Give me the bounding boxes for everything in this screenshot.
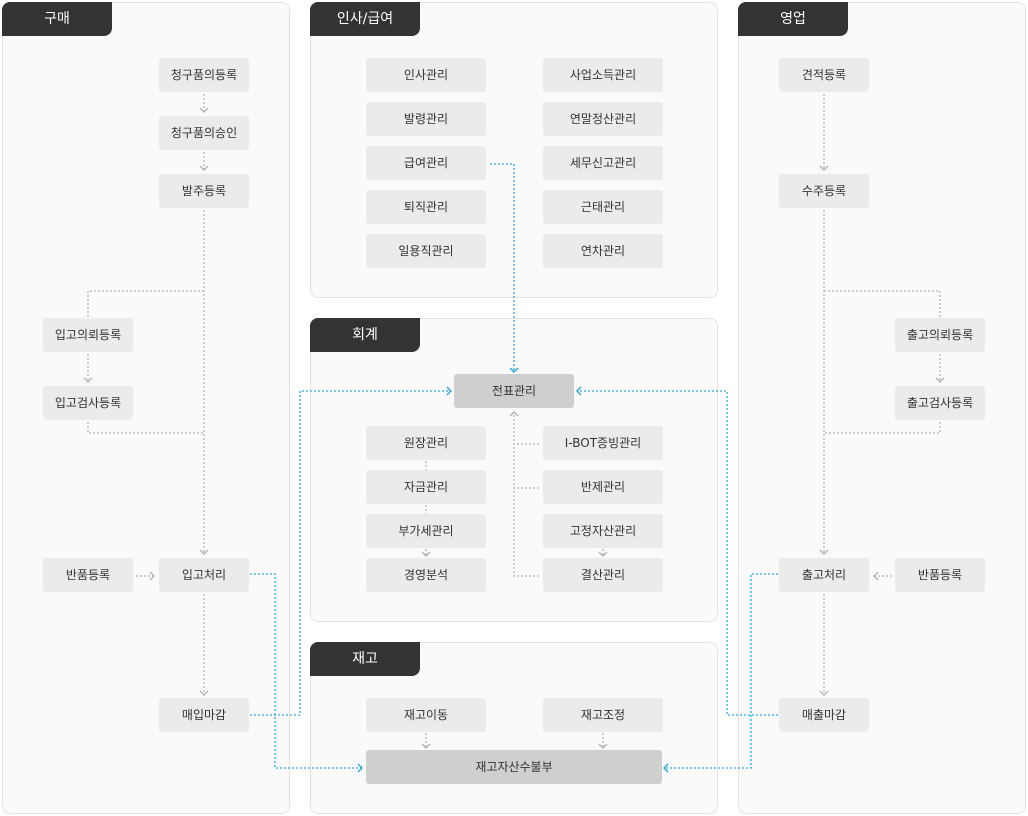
sales-tab: 영업 (738, 2, 848, 36)
inventory-move-box[interactable]: 재고이동 (366, 698, 486, 732)
purchase-tab: 구매 (2, 2, 112, 36)
ship-request-box[interactable]: 출고의뢰등록 (895, 318, 985, 352)
payroll-box[interactable]: 급여관리 (366, 146, 486, 180)
purchase-return-box[interactable]: 반품등록 (43, 558, 133, 592)
inventory-ledger-box[interactable]: 재고자산수불부 (366, 750, 662, 784)
purchase-close-box[interactable]: 매입마감 (159, 698, 249, 732)
attendance-box[interactable]: 근태관리 (543, 190, 663, 224)
request-register-box[interactable]: 청구품의등록 (159, 58, 249, 92)
hr-tab: 인사/급여 (310, 2, 420, 36)
inventory-tab: 재고 (310, 642, 420, 676)
ibot-box[interactable]: I-BOT증빙관리 (543, 426, 663, 460)
receive-request-box[interactable]: 입고의뢰등록 (43, 318, 133, 352)
accounting-tab: 회계 (310, 318, 420, 352)
receive-process-box[interactable]: 입고처리 (159, 558, 249, 592)
orders-box[interactable]: 발령관리 (366, 102, 486, 136)
vat-box[interactable]: 부가세관리 (366, 514, 486, 548)
retirement-box[interactable]: 퇴직관리 (366, 190, 486, 224)
closing-box[interactable]: 결산관리 (543, 558, 663, 592)
ship-inspect-box[interactable]: 출고검사등록 (895, 386, 985, 420)
order-register-box[interactable]: 발주등록 (159, 174, 249, 208)
fixed-asset-box[interactable]: 고정자산관리 (543, 514, 663, 548)
sales-return-box[interactable]: 반품등록 (895, 558, 985, 592)
ship-process-box[interactable]: 출고처리 (779, 558, 869, 592)
year-end-box[interactable]: 연말정산관리 (543, 102, 663, 136)
personnel-box[interactable]: 인사관리 (366, 58, 486, 92)
voucher-box[interactable]: 전표관리 (454, 374, 574, 408)
order-receive-box[interactable]: 수주등록 (779, 174, 869, 208)
settlement-box[interactable]: 반제관리 (543, 470, 663, 504)
daily-worker-box[interactable]: 일용직관리 (366, 234, 486, 268)
sales-close-box[interactable]: 매출마감 (779, 698, 869, 732)
fund-box[interactable]: 자금관리 (366, 470, 486, 504)
request-approve-box[interactable]: 청구품의승인 (159, 116, 249, 150)
annual-leave-box[interactable]: 연차관리 (543, 234, 663, 268)
inventory-adjust-box[interactable]: 재고조정 (543, 698, 663, 732)
receive-inspect-box[interactable]: 입고검사등록 (43, 386, 133, 420)
quote-register-box[interactable]: 견적등록 (779, 58, 869, 92)
ledger-box[interactable]: 원장관리 (366, 426, 486, 460)
business-income-box[interactable]: 사업소득관리 (543, 58, 663, 92)
tax-report-box[interactable]: 세무신고관리 (543, 146, 663, 180)
analysis-box[interactable]: 경영분석 (366, 558, 486, 592)
